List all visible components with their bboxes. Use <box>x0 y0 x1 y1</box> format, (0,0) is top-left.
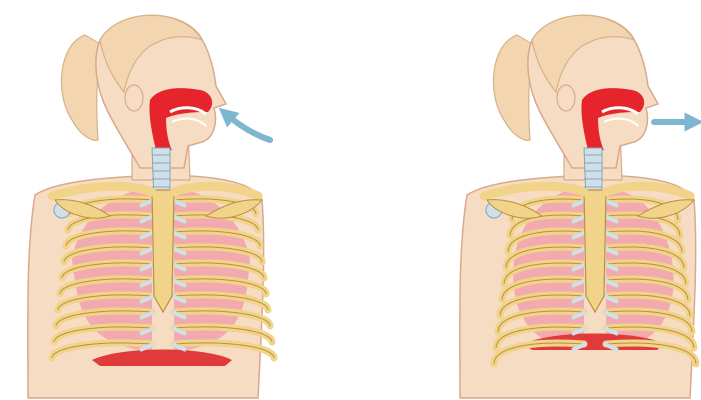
ponytail <box>61 35 102 140</box>
ear <box>125 85 143 111</box>
ear <box>557 85 575 111</box>
figure-panel-exhalation <box>460 15 696 398</box>
airflow-arrow-in <box>226 114 270 140</box>
ponytail <box>493 35 534 140</box>
figure-panel-inhalation <box>28 15 274 398</box>
sternum <box>584 190 606 312</box>
sternum <box>152 190 174 312</box>
